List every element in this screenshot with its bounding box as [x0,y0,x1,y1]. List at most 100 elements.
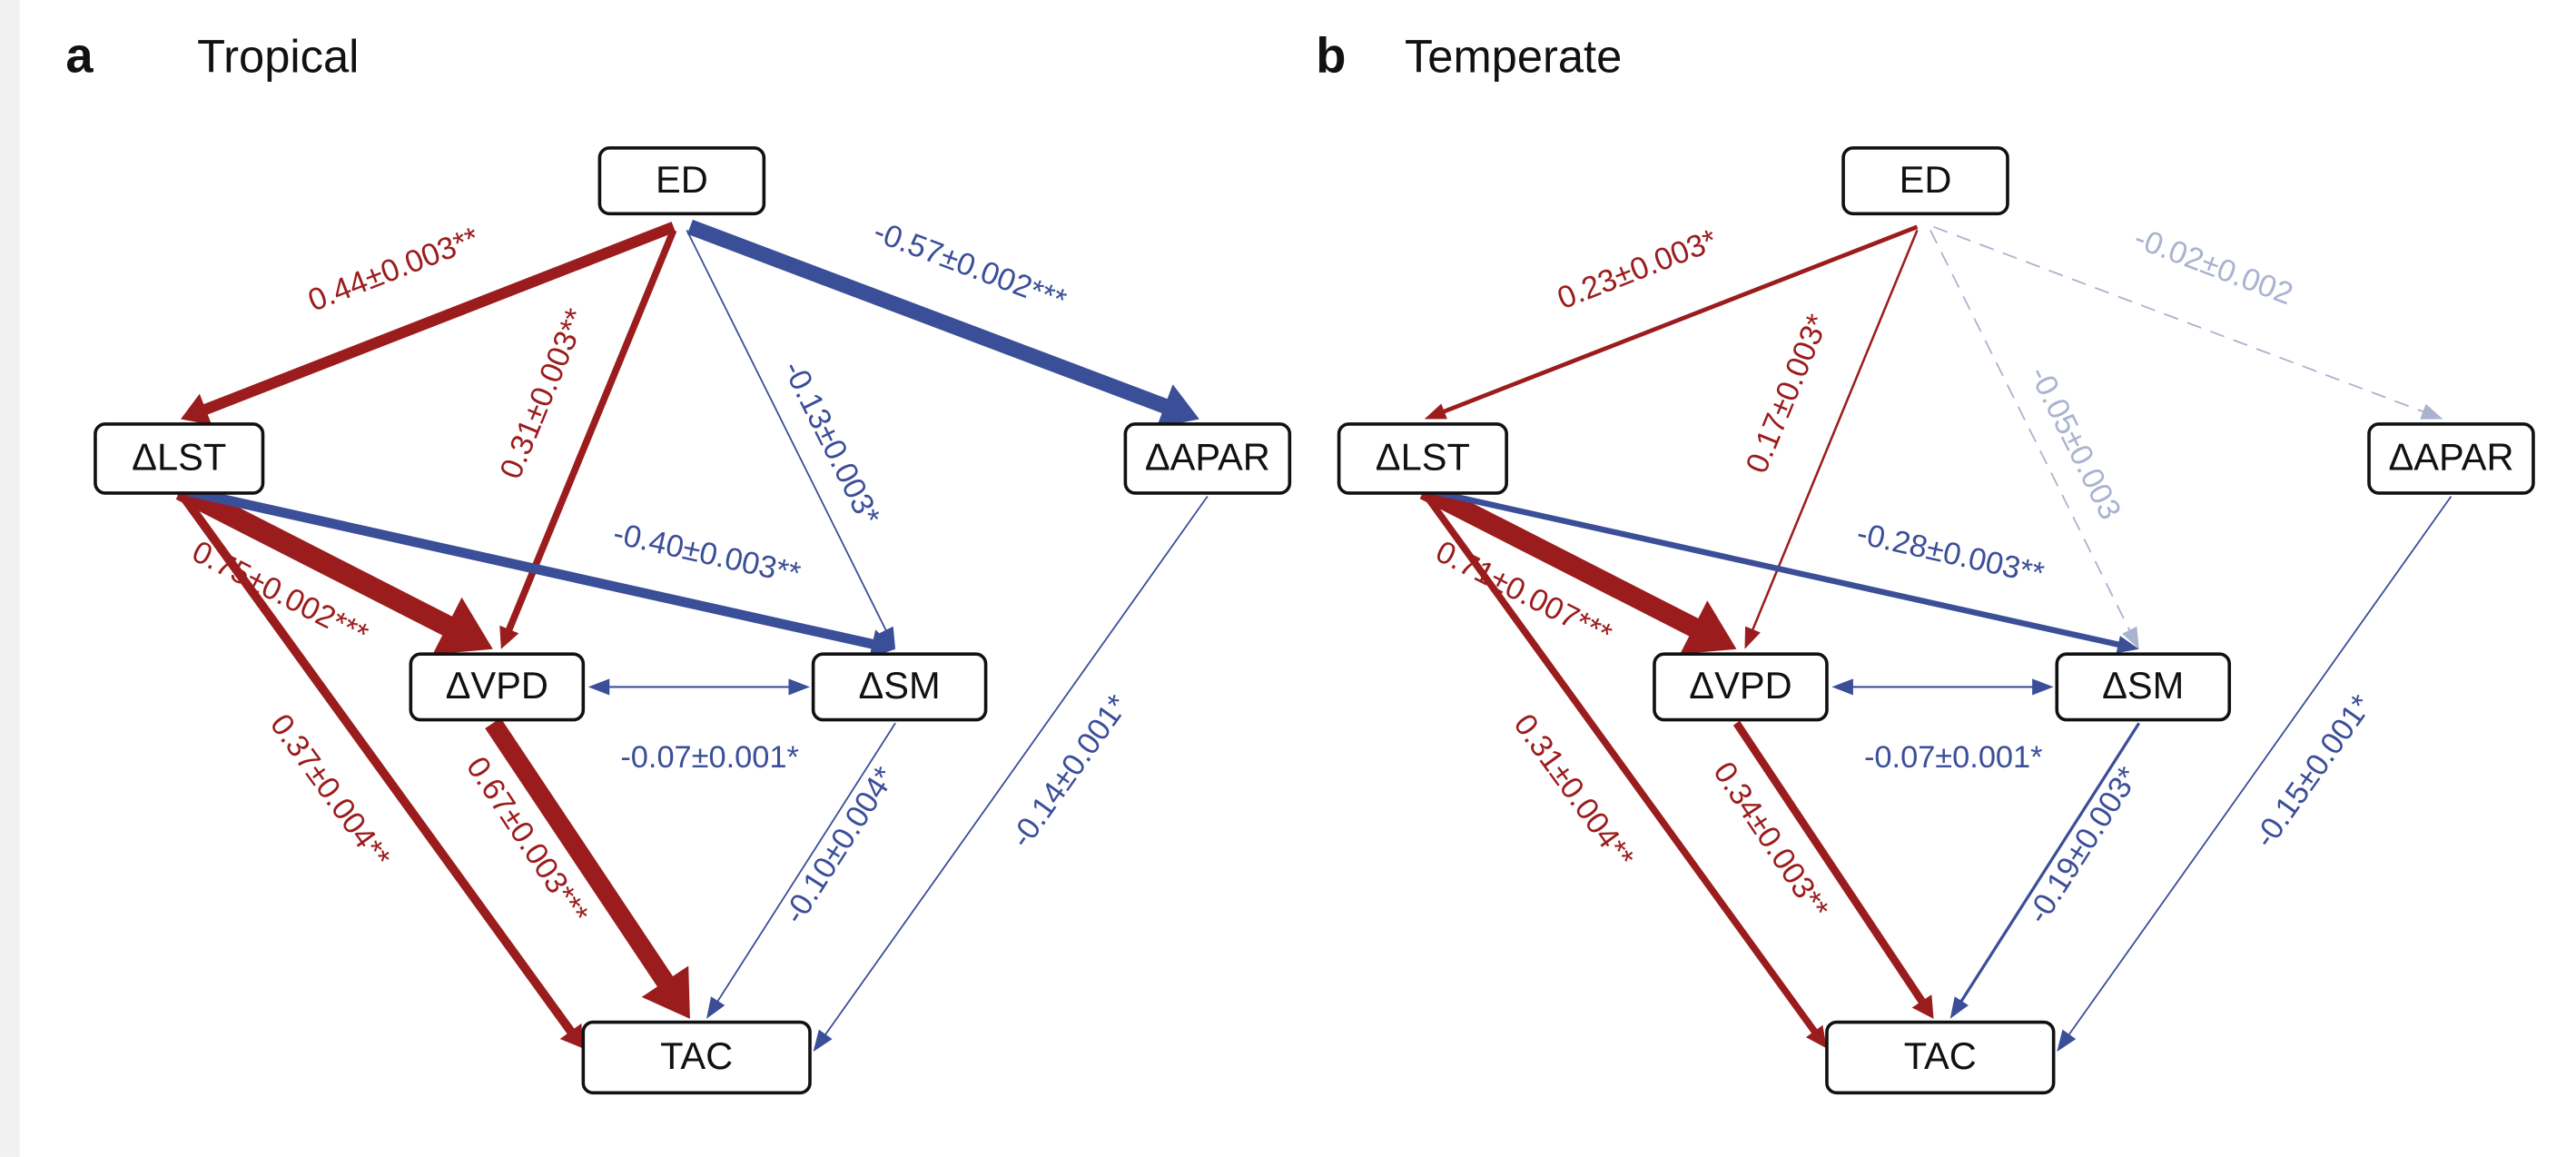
node-label: ED [656,158,708,201]
path-line [686,219,1179,418]
node-box [581,1020,812,1095]
path-lst-vpd [175,480,493,655]
node-tac: TAC [1825,1020,2056,1095]
path-coefficient-label: 0.37±0.004** [263,708,397,875]
path-coefficient-label: 0.44±0.003** [303,221,484,318]
path-line [196,222,676,418]
path-apar-tac [2057,496,2453,1053]
path-line [714,722,896,1007]
path-ed-apar [686,219,1199,428]
path-coefficient-label: -0.07±0.001* [620,740,799,775]
node-vpd: ΔVPD [1653,652,1829,722]
path-line [177,490,578,1039]
arrowhead [878,626,896,649]
node-label: ED [1900,158,1952,201]
path-line [1933,225,2430,415]
path-line [1421,490,1821,1039]
node-label: TAC [1904,1034,1977,1077]
arrowhead [587,678,610,696]
path-line [485,717,681,998]
path-line [821,496,1209,1041]
node-tac: TAC [581,1020,812,1095]
path-lst-tac [177,490,584,1049]
node-sm: ΔSM [811,652,988,722]
node-label: ΔVPD [1689,664,1791,707]
node-vpd: ΔVPD [409,652,586,722]
path-vpd-sm [587,678,810,696]
node-box [2367,422,2535,495]
panel-letter: a [65,28,94,84]
left-edge-strip [0,0,20,1157]
path-vpd-tac [485,717,690,1019]
node-box [1653,652,1829,722]
node-label: ΔLST [132,436,226,479]
path-line [179,484,881,651]
path-line [1957,722,2141,1007]
node-box [1123,422,1292,495]
path-sm-tac [706,722,896,1019]
path-coefficient-label: -0.19±0.003* [2020,761,2146,930]
node-box [1337,422,1508,495]
node-box [94,422,265,495]
arrowhead [1744,626,1761,649]
path-apar-tac [813,496,1209,1053]
arrowhead [788,678,810,696]
node-box [597,146,766,216]
path-line [1419,480,1712,643]
arrowhead [1156,384,1199,428]
path-coefficient-label: -0.10±0.004* [777,761,903,930]
node-box [409,652,586,722]
path-coefficient-label: -0.02±0.002 [2129,221,2297,312]
node-apar: ΔAPAR [1123,422,1292,495]
arrowhead [1949,996,1969,1019]
node-box [1825,1020,2056,1095]
node-box [1841,146,2009,216]
path-line [1732,720,1930,1009]
path-line [1930,230,2134,637]
node-sm: ΔSM [2055,652,2232,722]
path-ed-sm [686,230,896,649]
path-ed-lst [1424,224,1919,420]
path-line [1423,487,2126,649]
arrowhead [181,393,212,425]
panel-title: Tropical [197,31,359,83]
node-lst: ΔLST [94,422,265,495]
arrowhead [2122,626,2139,649]
path-coefficient-label: -0.05±0.003 [2022,361,2127,525]
node-apar: ΔAPAR [2367,422,2535,495]
arrowhead [1424,403,1447,420]
path-line [1437,224,1919,416]
node-box [811,652,988,722]
path-coefficient-label: -0.40±0.003** [610,516,804,591]
panel-tropical: a Tropical ED ΔLST ΔAPAR ΔVPD ΔSM TAC 0.44±0.0… [65,28,1292,1095]
node-label: ΔAPAR [1145,436,1270,479]
path-lst-tac [1421,490,1827,1049]
node-label: ΔSM [858,664,940,707]
arrowhead [706,996,725,1019]
node-label: ΔLST [1376,436,1470,479]
path-line [175,480,466,643]
path-coefficient-label: -0.07±0.001* [1864,740,2043,775]
node-label: ΔSM [2102,664,2184,707]
path-line [2065,496,2453,1041]
path-lst-sm [1423,487,2139,654]
node-label: TAC [660,1034,733,1077]
path-ed-sm [1930,230,2139,649]
arrowhead [2032,678,2054,696]
node-ed: ED [597,146,766,216]
path-ed-lst [181,222,676,425]
arrowhead [869,629,896,659]
node-box [2055,652,2232,722]
node-lst: ΔLST [1337,422,1508,495]
node-label: ΔVPD [446,664,548,707]
path-line [686,230,890,637]
arrowhead [2420,403,2443,420]
path-lst-sm [179,484,896,659]
arrowhead [1831,678,1853,696]
path-vpd-sm [1831,678,2054,696]
path-coefficient-label: 0.31±0.004** [1506,708,1640,875]
panel-title: Temperate [1405,31,1622,83]
panel-letter: b [1316,28,1346,84]
